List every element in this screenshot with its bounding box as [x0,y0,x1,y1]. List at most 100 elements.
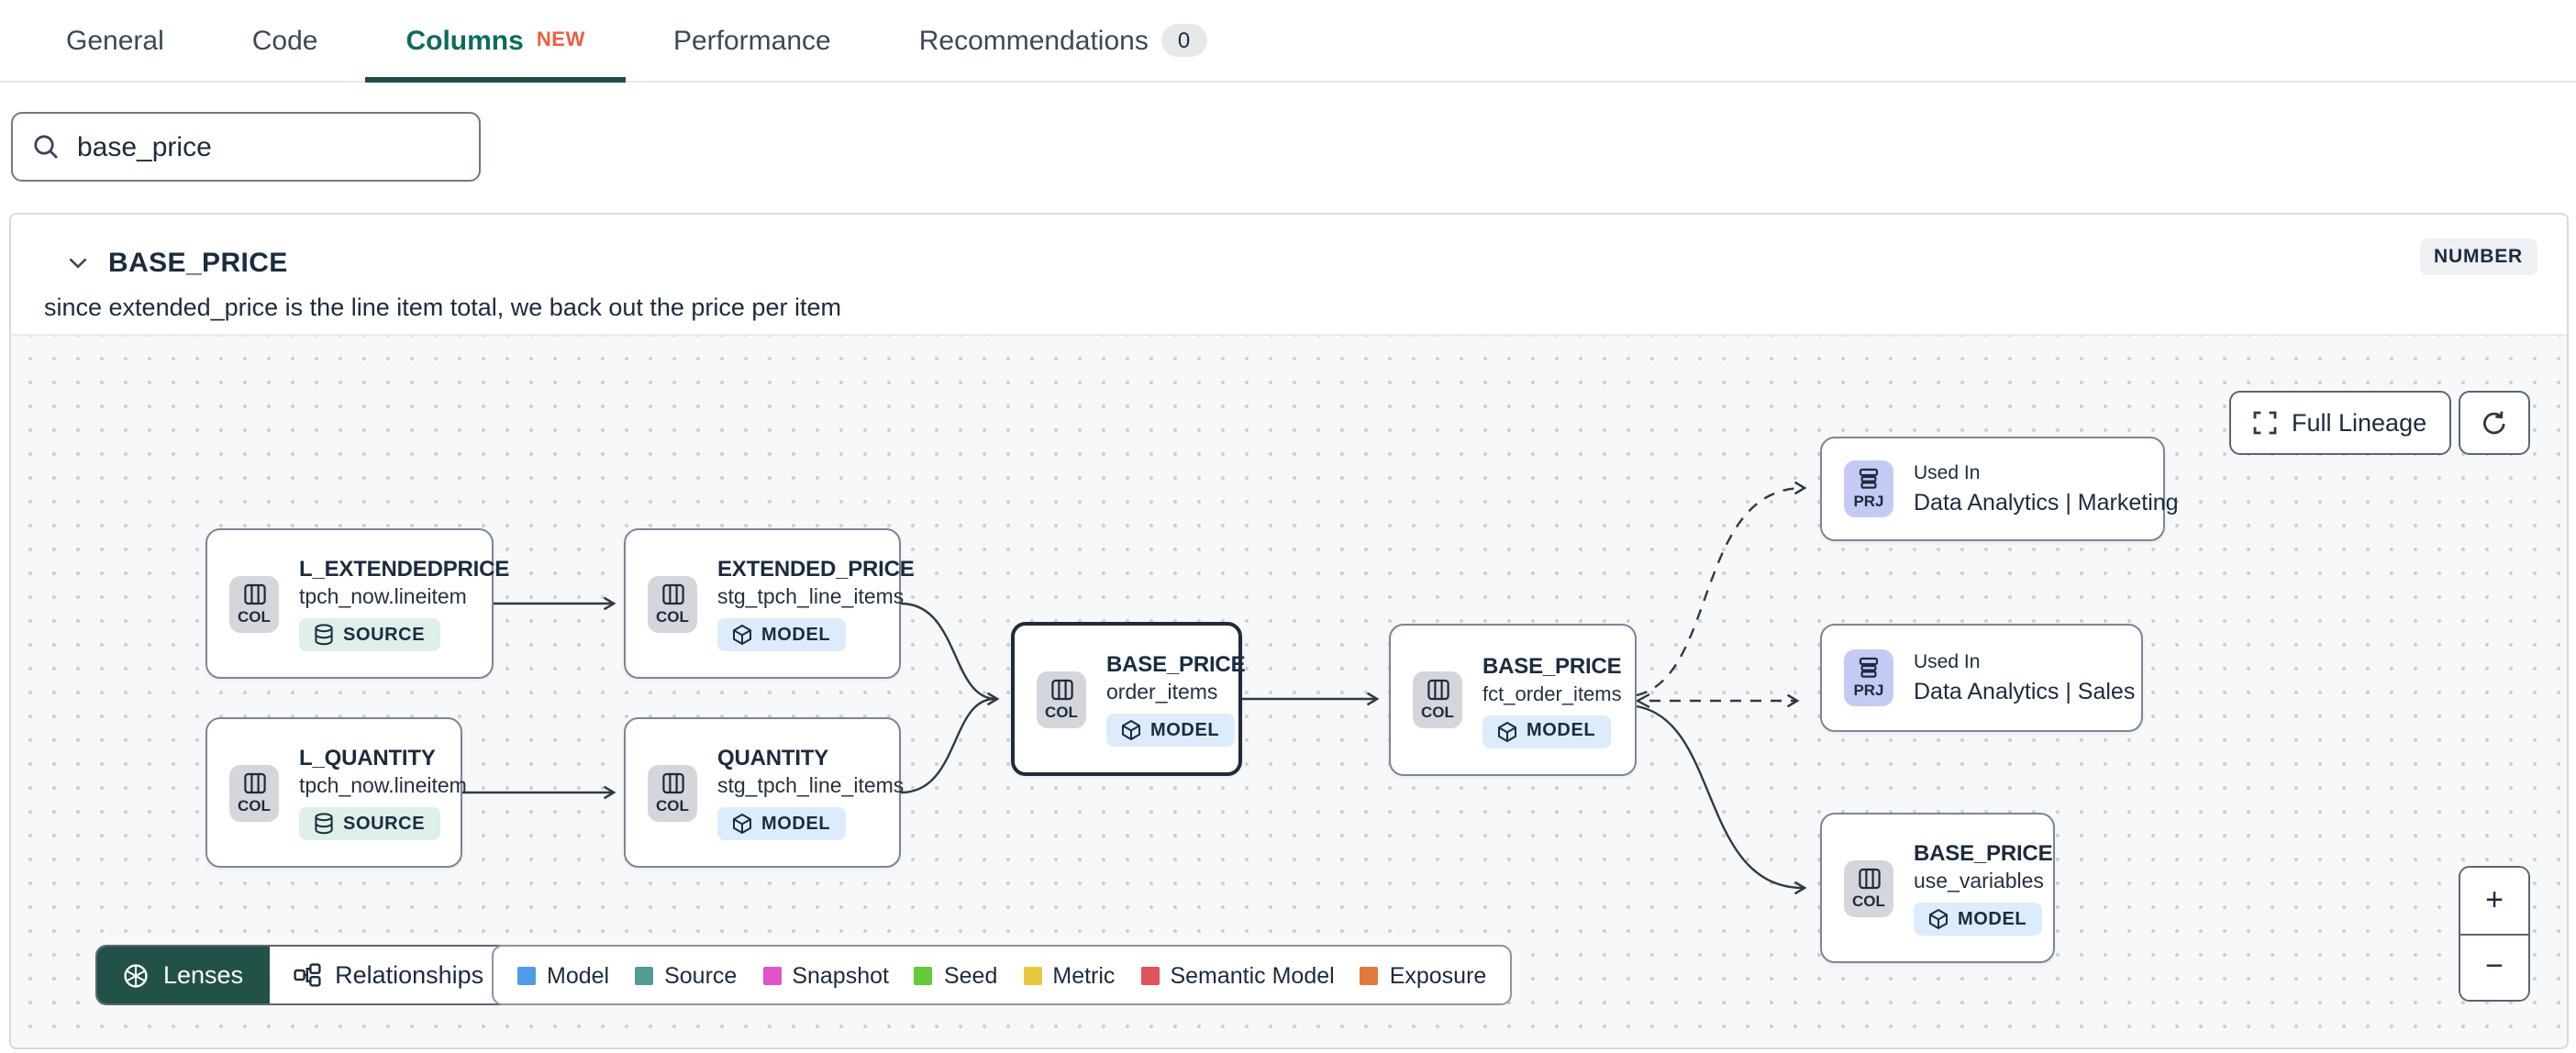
refresh-button[interactable] [2459,391,2530,455]
lineage-node-base-price-use-variables[interactable]: COL BASE_PRICE use_variables MODEL [1820,813,2055,963]
column-description: since extended_price is the line item to… [44,294,841,321]
archive-icon [1859,468,1879,489]
cube-icon [1929,908,1948,930]
refresh-icon [2483,411,2505,435]
column-search [11,112,481,182]
lineage-node-used-in-marketing[interactable]: PRJ Used In Data Analytics | Marketing [1820,437,2179,541]
node-title: BASE_PRICE [1914,840,2053,866]
model-type-badge: MODEL [1482,715,1611,748]
kind-label: COL [238,606,271,625]
column-name: BASE_PRICE [108,248,288,279]
exposure-swatch [1360,966,1379,984]
legend-item-model: Model [517,962,609,988]
node-title: L_QUANTITY [299,745,436,770]
source-swatch [635,966,654,984]
node-subtitle: order_items [1106,682,1218,704]
zoom-out-button[interactable]: − [2460,935,2528,1000]
chevron-down-icon[interactable] [68,257,88,270]
col-kind-badge: COL [229,764,279,821]
aperture-icon [124,963,148,987]
node-subtitle: tpch_now.lineitem [299,776,467,798]
columns-icon [661,582,683,604]
legend-item-exposure: Exposure [1360,962,1486,988]
used-in-label: Used In [1914,462,1981,484]
tab-recommendations[interactable]: Recommendations 0 [879,0,1248,81]
type-label: MODEL [1958,909,2027,929]
tab-code[interactable]: Code [212,0,359,81]
database-icon [315,813,333,835]
model-type-badge: MODEL [1106,714,1235,747]
node-title: BASE_PRICE [1482,652,1622,678]
full-lineage-button[interactable]: Full Lineage [2229,391,2451,455]
recommendations-count-badge: 0 [1160,24,1207,57]
cube-icon [1122,719,1140,741]
tab-general-label: General [66,25,164,56]
zoom-in-button[interactable]: + [2460,868,2528,935]
lineage-node-l-quantity[interactable]: COL L_QUANTITY tpch_now.lineitem SOURCE [205,717,467,868]
col-kind-badge: COL [229,575,279,632]
node-title: EXTENDED_PRICE [717,556,915,582]
model-type-badge: MODEL [717,807,846,840]
legend-item-seed: Seed [914,962,997,988]
zoom-control: + − [2459,866,2530,1002]
column-card: BASE_PRICE NUMBER since extended_price i… [9,213,2569,1049]
node-subtitle: fct_order_items [1482,683,1622,705]
new-badge: NEW [536,29,585,51]
legend-item-snapshot: Snapshot [762,962,889,988]
tab-performance[interactable]: Performance [633,0,872,81]
tab-general[interactable]: General [26,0,205,81]
lineage-canvas[interactable]: COL L_EXTENDEDPRICE tpch_now.lineitem SO… [11,334,2567,1047]
col-kind-badge: COL [1844,859,1893,916]
expand-icon [2253,411,2277,435]
full-lineage-label: Full Lineage [2292,409,2427,437]
kind-label: COL [238,795,271,814]
node-title: L_EXTENDEDPRICE [299,556,510,582]
legend-item-source: Source [635,962,737,988]
cube-icon [1498,720,1516,742]
columns-icon [661,771,683,793]
columns-icon [243,771,265,793]
lineage-node-l-extendedprice[interactable]: COL L_EXTENDEDPRICE tpch_now.lineitem SO… [205,528,509,679]
kind-label: PRJ [1853,681,1884,699]
cube-icon [733,624,751,646]
kind-label: COL [1421,703,1454,721]
legend-item-semantic-model: Semantic Model [1140,962,1335,988]
model-swatch [517,966,536,984]
kind-label: COL [1852,891,1885,909]
tab-bar: General Code Columns NEW Performance Rec… [0,0,2576,83]
prj-kind-badge: PRJ [1844,460,1893,517]
tab-code-label: Code [251,25,318,56]
search-icon [34,135,58,159]
lens-toolbar: Lenses Relationships [95,945,543,1005]
lineage-node-extended-price[interactable]: COL EXTENDED_PRICE stg_tpch_line_items M… [624,528,915,679]
tab-columns[interactable]: Columns NEW [365,0,626,83]
node-type-legend: Model Source Snapshot Seed Metric Semant… [492,945,1513,1005]
node-subtitle: tpch_now.lineitem [299,587,467,609]
project-name: Data Analytics | Marketing [1914,490,2179,515]
tab-columns-label: Columns [405,25,524,56]
model-type-badge: MODEL [717,618,846,651]
node-subtitle: stg_tpch_line_items [717,587,905,609]
prj-kind-badge: PRJ [1844,649,1893,706]
metric-swatch [1023,966,1042,984]
col-kind-badge: COL [1037,671,1086,727]
source-type-badge: SOURCE [299,807,440,840]
columns-icon [1050,678,1072,700]
search-input[interactable] [77,131,461,162]
lineage-node-used-in-sales[interactable]: PRJ Used In Data Analytics | Sales [1820,624,2143,732]
lenses-button[interactable]: Lenses [97,947,270,1003]
lineage-node-base-price-fct-order-items[interactable]: COL BASE_PRICE fct_order_items MODEL [1389,624,1637,776]
col-kind-badge: COL [648,575,697,632]
node-subtitle: stg_tpch_line_items [717,776,905,798]
semantic-model-swatch [1140,966,1160,984]
column-card-header: BASE_PRICE NUMBER since extended_price i… [11,215,2567,334]
kind-label: PRJ [1853,492,1884,510]
kind-label: COL [656,606,689,625]
used-in-label: Used In [1914,651,1981,673]
type-label: MODEL [761,814,831,834]
lineage-node-base-price-order-items[interactable]: COL BASE_PRICE order_items MODEL [1011,622,1246,776]
col-kind-badge: COL [1413,671,1462,728]
legend-item-metric: Metric [1023,962,1115,988]
lineage-node-quantity[interactable]: COL QUANTITY stg_tpch_line_items MODEL [624,717,905,868]
archive-icon [1859,657,1879,678]
